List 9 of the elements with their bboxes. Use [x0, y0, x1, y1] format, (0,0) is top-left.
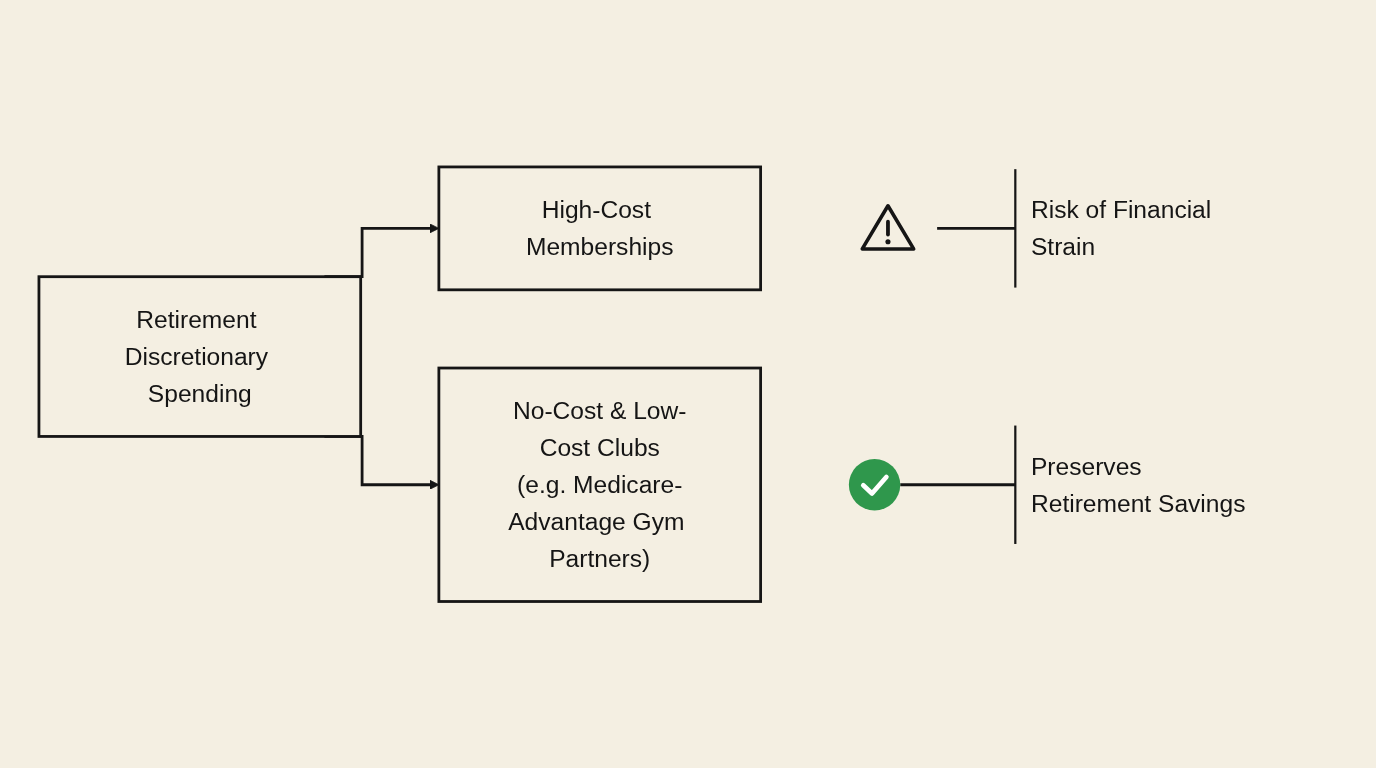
node-text: Risk of Financial Strain: [1030, 195, 1212, 261]
connector: [937, 226, 1016, 230]
node-box: High-Cost Memberships: [437, 165, 762, 291]
node-text: Preserves Retirement Savings: [1030, 452, 1246, 517]
node-box: No-Cost & Low-Cost Clubs (e.g. Medicare-Advantage Gym Partners): [437, 366, 762, 603]
connector: [900, 483, 1016, 486]
node-box: Retirement Discretionary Spending: [37, 275, 363, 438]
check-icon: [848, 458, 901, 511]
warning-icon: [860, 203, 916, 251]
